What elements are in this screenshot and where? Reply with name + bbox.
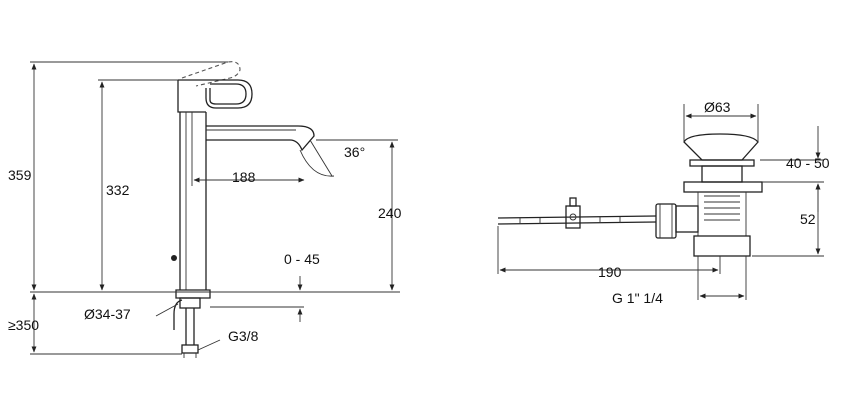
label-flange-range: 40 - 50 bbox=[786, 155, 830, 171]
label-base-diameter: Ø34-37 bbox=[84, 306, 131, 322]
drain-side-nut bbox=[655, 203, 699, 239]
drain-pull-rod bbox=[497, 197, 657, 229]
handle-body bbox=[177, 79, 253, 113]
label-total-height: 359 bbox=[8, 167, 32, 183]
faucet-base bbox=[175, 289, 211, 299]
label-inlet-thread: G3/8 bbox=[228, 328, 259, 344]
label-deck-thickness: 0 - 45 bbox=[284, 251, 320, 267]
drain-body bbox=[683, 165, 763, 257]
drain-drawing bbox=[497, 133, 763, 257]
label-below-deck-length: ≥350 bbox=[8, 317, 39, 333]
label-spout-height: 332 bbox=[106, 182, 130, 198]
drain-dimensions: Ø63 40 - 50 52 190 G 1" 1/4 bbox=[497, 99, 830, 306]
drain-plug-cap bbox=[683, 133, 759, 161]
faucet-dimensions: 359 332 188 36° 240 0 - 45 Ø34-37 ≥350 G… bbox=[8, 61, 402, 355]
label-spout-angle: 36° bbox=[344, 144, 365, 160]
label-pull-rod-length: 190 bbox=[598, 264, 622, 280]
label-drain-thread: G 1" 1/4 bbox=[612, 290, 663, 306]
label-body-height: 240 bbox=[378, 205, 402, 221]
label-drain-body-height: 52 bbox=[800, 211, 816, 227]
faucet-column bbox=[179, 112, 207, 290]
label-plug-diameter: Ø63 bbox=[704, 99, 731, 115]
faucet-spout bbox=[206, 125, 315, 152]
label-spout-reach: 188 bbox=[232, 169, 256, 185]
faucet-drawing bbox=[171, 61, 335, 358]
lever-raised-outline bbox=[181, 61, 241, 87]
